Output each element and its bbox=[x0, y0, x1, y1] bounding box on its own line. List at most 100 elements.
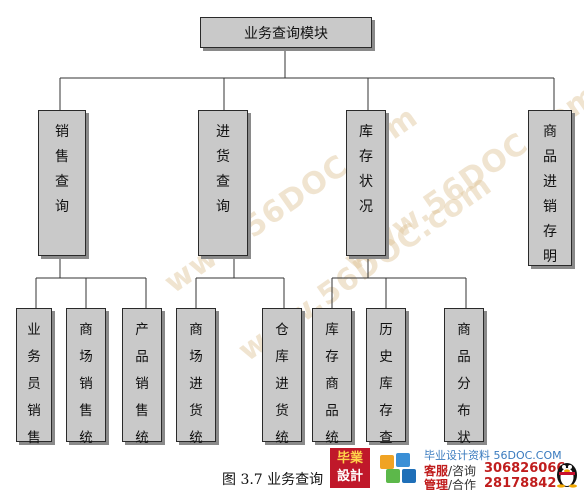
node-label-char: 品 bbox=[135, 349, 149, 365]
node-label-char: 售 bbox=[55, 149, 69, 165]
node-label-char: 售 bbox=[135, 403, 149, 419]
node-label-char: 史 bbox=[379, 349, 393, 365]
node-label-char: 货 bbox=[216, 149, 230, 165]
node-label-char: 货 bbox=[275, 403, 289, 419]
node-label-char: 销 bbox=[55, 124, 69, 140]
node-label-char: 仓 bbox=[275, 322, 289, 338]
node-product-sales-stats-label: 产品销售统 bbox=[123, 317, 161, 452]
node-sales-query: 销售查询 bbox=[38, 110, 86, 256]
node-label-char: 员 bbox=[27, 376, 41, 392]
node-label-char: 存 bbox=[379, 403, 393, 419]
node-label-char: 品 bbox=[325, 403, 339, 419]
node-mall-sales-stats-label: 商场销售统 bbox=[67, 317, 105, 452]
logo-line-2: 設計 bbox=[336, 469, 363, 484]
qq-number-1: 306826066 bbox=[484, 461, 566, 476]
node-label-char: 销 bbox=[79, 376, 93, 392]
node-product-sales-stats: 产品销售统 bbox=[122, 308, 162, 446]
node-history-inventory-query-label: 历史库存查 bbox=[367, 317, 405, 452]
node-purchase-query-label: 进货查询 bbox=[199, 120, 247, 220]
node-label-char: 销 bbox=[543, 199, 557, 215]
node-label-char: 品 bbox=[543, 149, 557, 165]
node-label-char: 商 bbox=[543, 124, 557, 140]
root-node-business-query: 业务查询模块 bbox=[200, 17, 372, 48]
node-product-distribution: 商品分布状 bbox=[444, 308, 484, 446]
node-label-char: 产 bbox=[135, 322, 149, 338]
node-label-char: 业 bbox=[27, 322, 41, 338]
node-label-char: 明 bbox=[543, 249, 557, 265]
node-inventory-status-label: 库存状况 bbox=[347, 120, 385, 220]
figure-caption: 图 3.7 业务查询 bbox=[222, 472, 324, 488]
node-history-inventory-query: 历史库存查 bbox=[366, 308, 406, 446]
node-label-char: 销 bbox=[27, 403, 41, 419]
node-label-char: 况 bbox=[359, 199, 373, 215]
node-label-char: 存 bbox=[325, 349, 339, 365]
node-label-char: 进 bbox=[543, 174, 557, 190]
node-label-char: 商 bbox=[325, 376, 339, 392]
node-label-char: 布 bbox=[457, 403, 471, 419]
node-warehouse-purchase-stats: 仓库进货统 bbox=[262, 308, 302, 446]
node-label-char: 商 bbox=[457, 322, 471, 338]
node-label-char: 商 bbox=[189, 322, 203, 338]
node-label-char: 库 bbox=[359, 124, 373, 140]
site-name-text: 毕业设计资料 56DOC.COM bbox=[424, 449, 562, 462]
node-sales-query-label: 销售查询 bbox=[39, 120, 85, 220]
node-label-char: 询 bbox=[55, 199, 69, 215]
site-logo: 毕業 設計 bbox=[330, 448, 370, 488]
node-label-char: 场 bbox=[79, 349, 93, 365]
node-label-char: 商 bbox=[79, 322, 93, 338]
node-mall-sales-stats: 商场销售统 bbox=[66, 308, 106, 446]
node-label-char: 场 bbox=[189, 349, 203, 365]
node-label-char: 统 bbox=[325, 430, 339, 446]
node-mall-purchase-stats-label: 商场进货统 bbox=[177, 317, 215, 452]
node-label-char: 查 bbox=[55, 174, 69, 190]
node-label-char: 存 bbox=[359, 149, 373, 165]
node-salesperson-sales: 业务员销售 bbox=[16, 308, 52, 446]
node-label-char: 货 bbox=[189, 403, 203, 419]
node-label-char: 询 bbox=[216, 199, 230, 215]
penguin-icon bbox=[557, 463, 577, 488]
node-product-detail: 商品进销存明 bbox=[528, 110, 572, 266]
node-product-distribution-label: 商品分布状 bbox=[445, 317, 483, 452]
node-label-char: 售 bbox=[79, 403, 93, 419]
node-warehouse-purchase-stats-label: 仓库进货统 bbox=[263, 317, 301, 452]
node-label-char: 统 bbox=[275, 430, 289, 446]
node-label-char: 品 bbox=[457, 349, 471, 365]
management-rest: /合作 bbox=[448, 478, 477, 490]
node-label-char: 进 bbox=[189, 376, 203, 392]
node-label-char: 销 bbox=[135, 376, 149, 392]
customer-service-key: 客服 bbox=[424, 464, 449, 478]
node-label-char: 售 bbox=[27, 430, 41, 446]
node-label-char: 统 bbox=[79, 430, 93, 446]
node-label-char: 统 bbox=[135, 430, 149, 446]
node-label-char: 统 bbox=[189, 430, 203, 446]
node-inventory-product-stats-label: 库存商品统 bbox=[313, 317, 351, 452]
node-label-char: 务 bbox=[27, 349, 41, 365]
customer-service-rest: /咨询 bbox=[448, 464, 477, 478]
node-inventory-status: 库存状况 bbox=[346, 110, 386, 256]
node-label-char: 库 bbox=[325, 322, 339, 338]
node-label-char: 状 bbox=[359, 174, 373, 190]
node-label-char: 进 bbox=[216, 124, 230, 140]
node-label-char: 查 bbox=[216, 174, 230, 190]
root-node-label: 业务查询模块 bbox=[244, 25, 328, 42]
node-label-char: 库 bbox=[379, 376, 393, 392]
node-label-char: 历 bbox=[379, 322, 393, 338]
node-label-char: 进 bbox=[275, 376, 289, 392]
node-product-detail-label: 商品进销存明 bbox=[529, 120, 571, 270]
management-label: 管理/合作 bbox=[424, 476, 476, 490]
node-purchase-query: 进货查询 bbox=[198, 110, 248, 256]
customer-service-label: 客服/咨询 bbox=[424, 462, 476, 479]
node-salesperson-sales-label: 业务员销售 bbox=[17, 317, 51, 452]
puzzle-icon bbox=[380, 453, 416, 483]
node-label-char: 库 bbox=[275, 349, 289, 365]
node-label-char: 状 bbox=[457, 430, 471, 446]
node-label-char: 分 bbox=[457, 376, 471, 392]
node-mall-purchase-stats: 商场进货统 bbox=[176, 308, 216, 446]
management-key: 管理 bbox=[424, 478, 449, 490]
qq-number-2: 281788421 bbox=[484, 476, 566, 490]
logo-line-1: 毕業 bbox=[336, 451, 363, 466]
node-inventory-product-stats: 库存商品统 bbox=[312, 308, 352, 446]
node-label-char: 查 bbox=[379, 430, 393, 446]
